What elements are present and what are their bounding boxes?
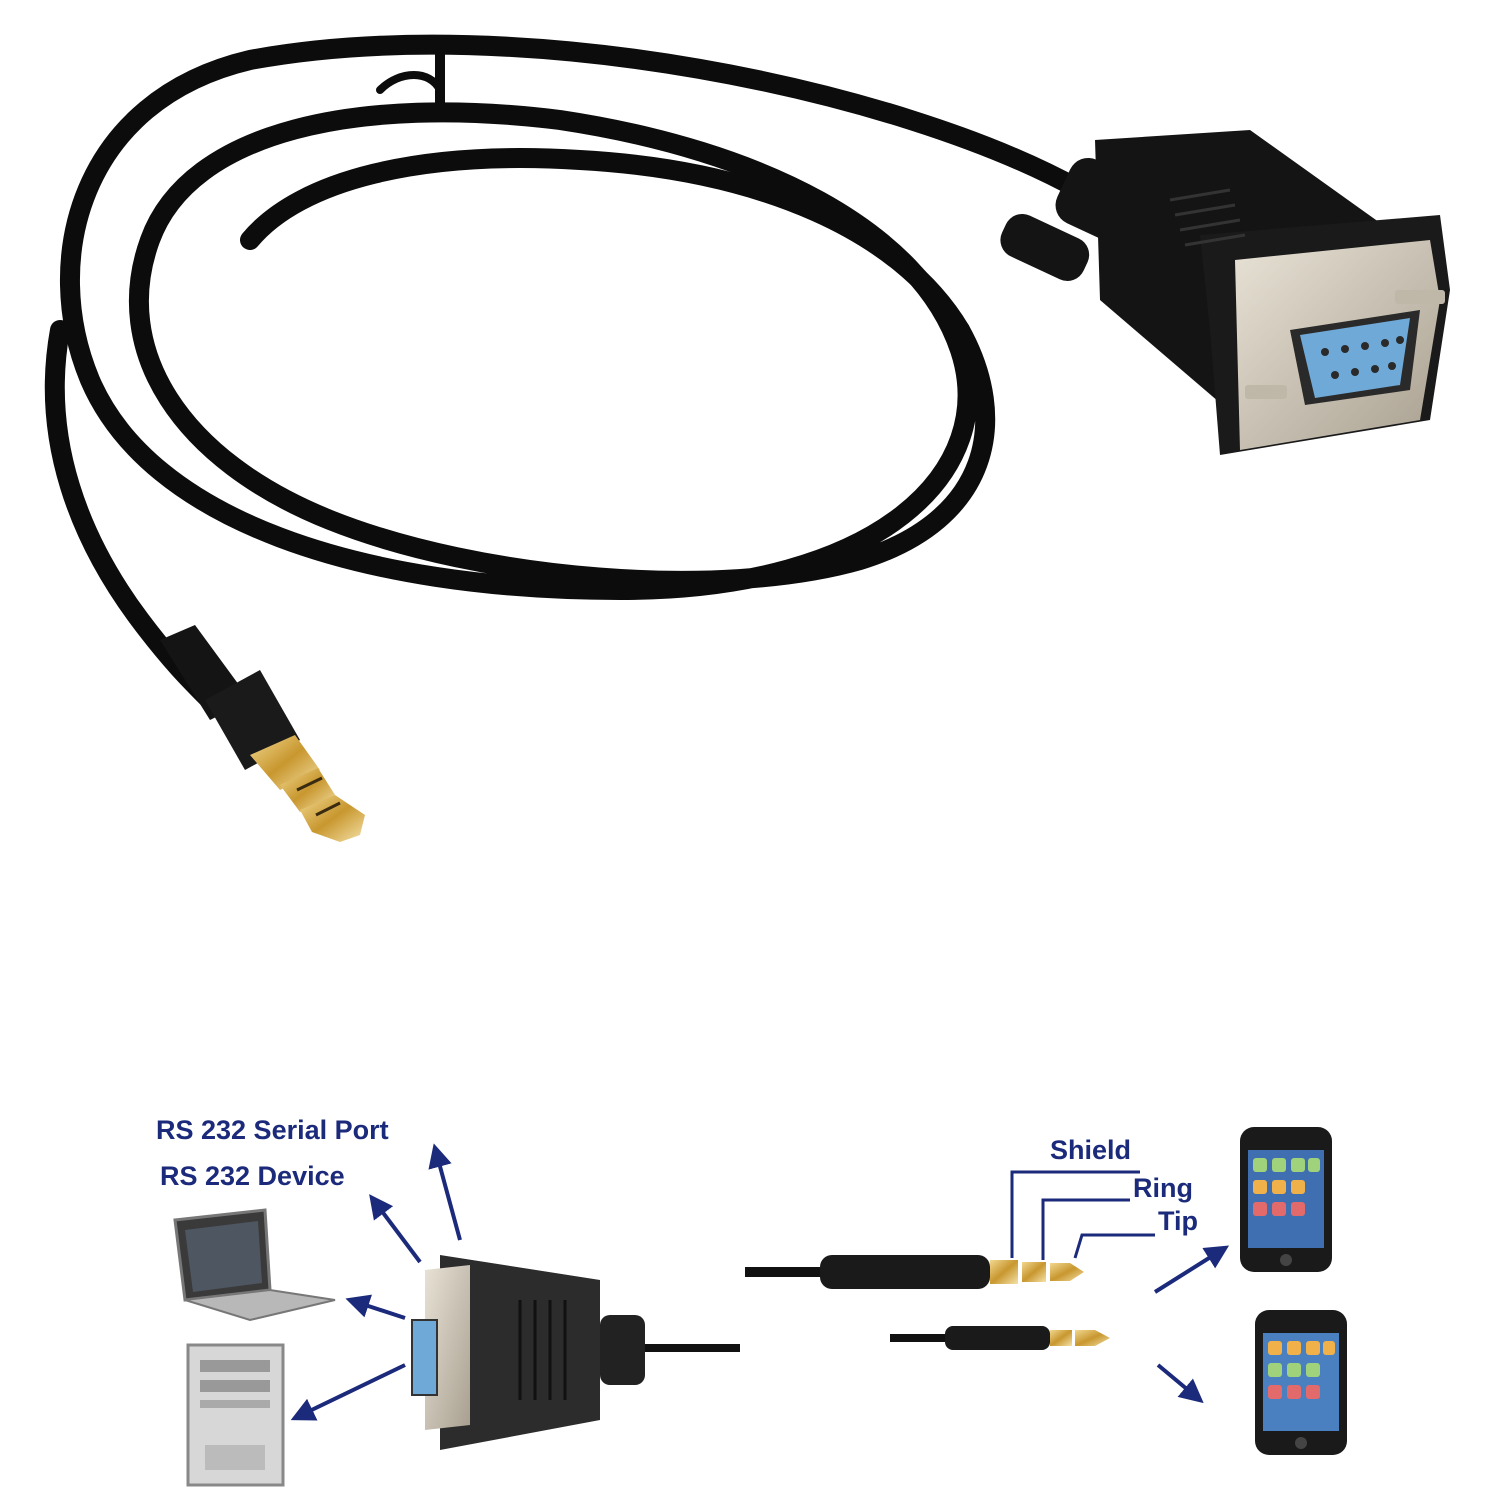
diagram-arrows bbox=[290, 1143, 1230, 1421]
db9-diagram-connector bbox=[411, 1255, 740, 1450]
label-tip: Tip bbox=[1158, 1206, 1198, 1236]
db9-female-connector bbox=[1000, 130, 1450, 455]
jack-pin-leader-lines bbox=[1010, 1170, 1155, 1260]
label-rs232-serial-port: RS 232 Serial Port bbox=[156, 1115, 389, 1145]
label-shield: Shield bbox=[1050, 1135, 1132, 1165]
diagram-audio-jack-small bbox=[890, 1326, 1110, 1350]
label-ring: Ring bbox=[1133, 1173, 1193, 1203]
audio-jack-3-5mm bbox=[160, 625, 365, 842]
coiled-cable bbox=[44, 34, 1090, 710]
diagram-audio-jack-large bbox=[745, 1255, 1084, 1289]
desktop-computer-icon bbox=[186, 1343, 285, 1487]
smartphone-icon-bottom bbox=[1255, 1310, 1347, 1455]
smartphone-icon-top bbox=[1240, 1127, 1332, 1272]
laptop-icon bbox=[173, 1208, 336, 1322]
label-rs232-device: RS 232 Device bbox=[160, 1161, 345, 1191]
